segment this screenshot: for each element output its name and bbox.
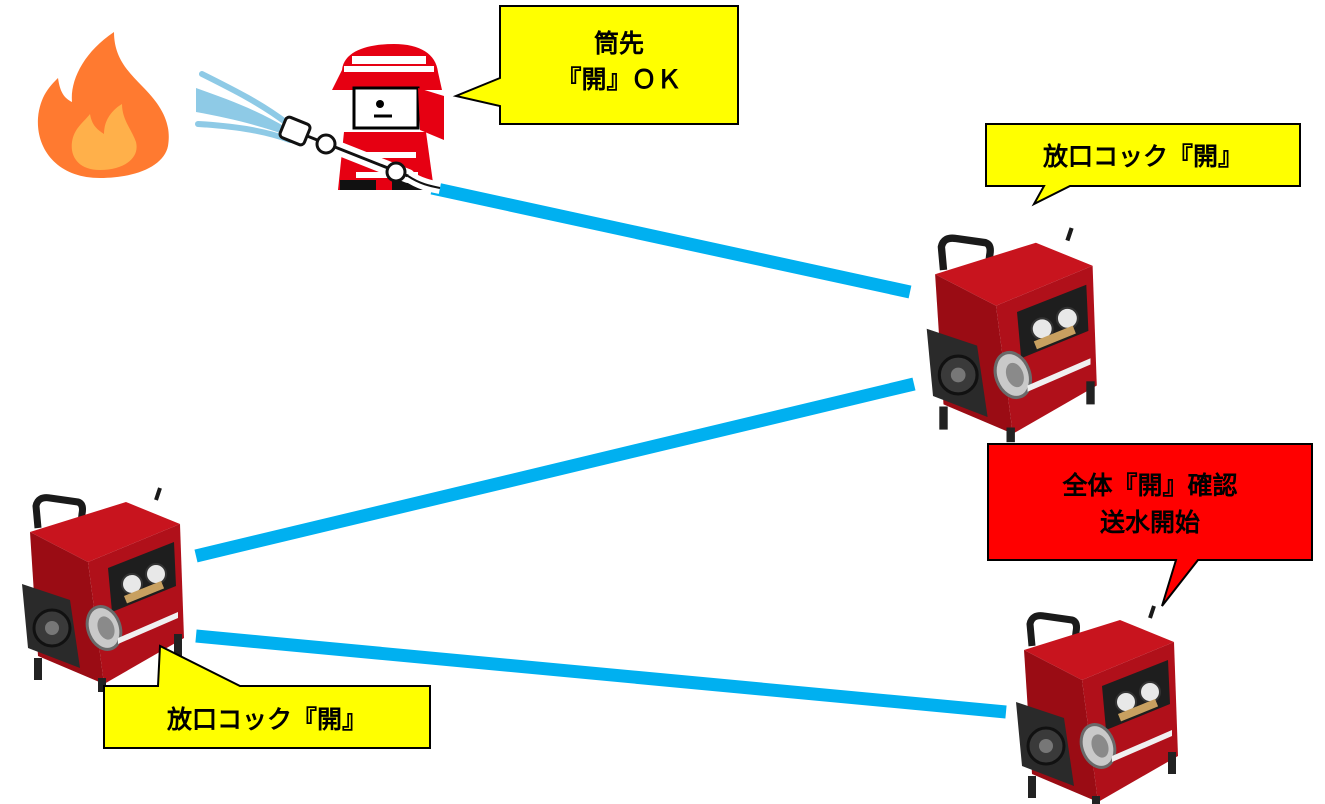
callout-nozzle-line2: 『開』ＯＫ <box>556 65 681 94</box>
fire-icon <box>37 32 169 178</box>
pump-relay <box>927 228 1097 442</box>
pump-source <box>1016 606 1178 804</box>
callout-nozzle-line1: 筒先 <box>594 29 644 58</box>
callout-source-pump: 全体『開』確認 送水開始 <box>987 443 1313 607</box>
callout-nozzle: 筒先 『開』ＯＫ <box>452 5 739 125</box>
firefighter-nozzle-icon <box>278 44 444 194</box>
hose-lines <box>194 181 1007 719</box>
callout-left-pump-line1: 放口コック『開』 <box>166 705 367 734</box>
hose-nozzle-to-relay <box>430 181 912 299</box>
callout-source-pump-line2: 送水開始 <box>1100 508 1200 537</box>
callout-relay-pump: 放口コック『開』 <box>985 123 1301 207</box>
callout-relay-pump-line1: 放口コック『開』 <box>1042 142 1243 171</box>
hose-left-pump-to-source <box>195 629 1007 719</box>
callout-source-pump-line1: 全体『開』確認 <box>1061 471 1237 500</box>
water-spray-icon <box>195 71 294 143</box>
hose-relay-to-left-pump <box>194 377 916 563</box>
callout-left-pump: 放口コック『開』 <box>103 644 431 749</box>
